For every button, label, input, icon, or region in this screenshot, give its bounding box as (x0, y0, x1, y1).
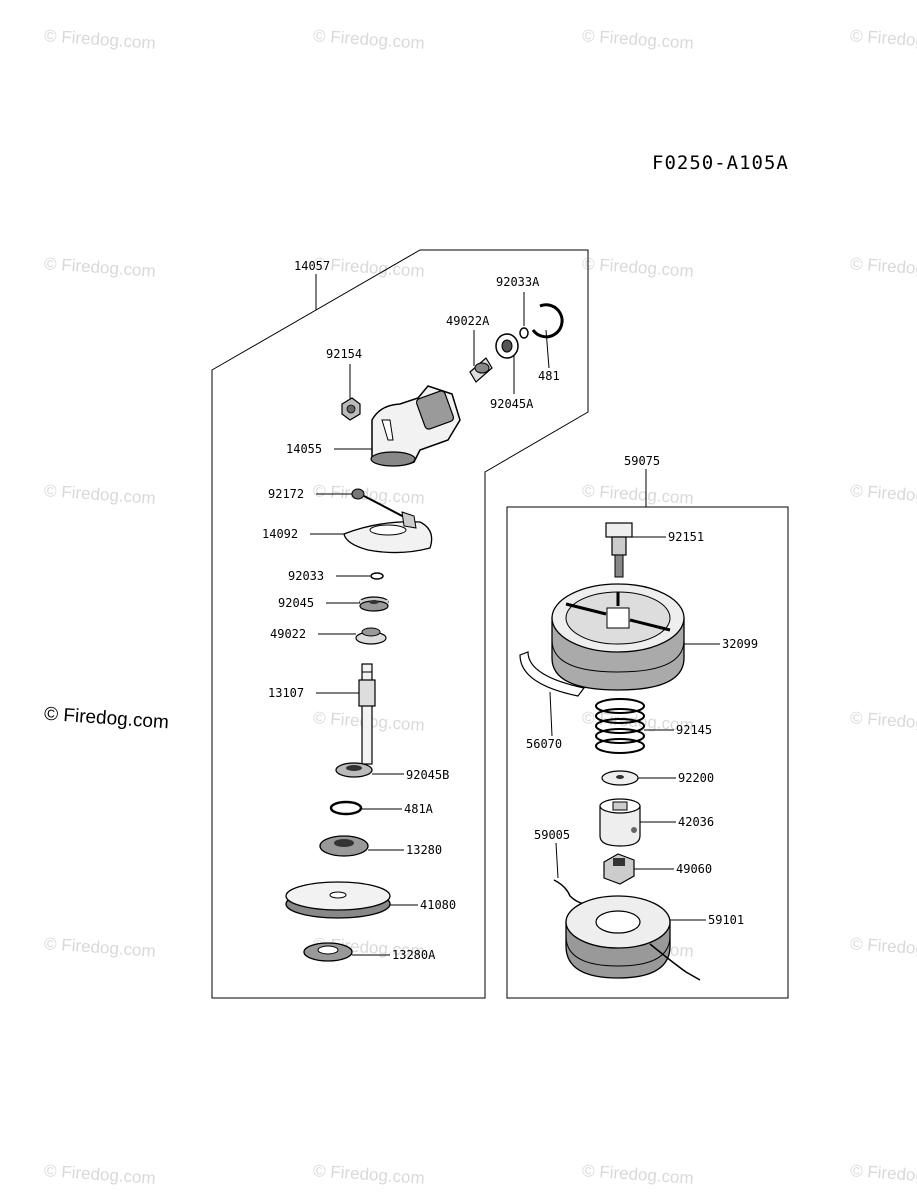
part-49022: 49022 (270, 627, 387, 645)
svg-text:92151: 92151 (668, 530, 704, 544)
svg-text:92045: 92045 (278, 596, 314, 610)
trimmer-head-group-outline (506, 506, 789, 999)
part-14092: 14092 (262, 511, 433, 554)
part-59101: 59101 (565, 895, 744, 981)
reference-code: F0250-A105A (652, 152, 789, 174)
part-92033A: 92033A (496, 275, 540, 339)
part-92045A: 92045A (490, 333, 534, 411)
svg-text:41080: 41080 (420, 898, 456, 912)
part-481: 481 (531, 303, 564, 383)
svg-text:32099: 32099 (722, 637, 758, 651)
part-481A: 481A (329, 800, 434, 816)
svg-text:92045B: 92045B (406, 768, 449, 782)
svg-text:92154: 92154 (326, 347, 362, 361)
svg-text:92033A: 92033A (496, 275, 540, 289)
part-49022A: 49022A (446, 314, 493, 383)
svg-text:92145: 92145 (676, 723, 712, 737)
svg-text:56070: 56070 (526, 737, 562, 751)
part-92045B: 92045B (335, 762, 449, 782)
svg-text:49022: 49022 (270, 627, 306, 641)
part-41080: 41080 (285, 881, 456, 919)
svg-text:92200: 92200 (678, 771, 714, 785)
svg-text:92033: 92033 (288, 569, 324, 583)
label-14057: 14057 (294, 259, 330, 273)
svg-text:59005: 59005 (534, 828, 570, 842)
svg-text:13280A: 13280A (392, 948, 436, 962)
svg-text:59101: 59101 (708, 913, 744, 927)
svg-text:481: 481 (538, 369, 560, 383)
part-32099: 32099 (551, 583, 758, 691)
part-56070: 56070 (519, 651, 586, 751)
label-59075: 59075 (624, 454, 660, 468)
svg-text:14055: 14055 (286, 442, 322, 456)
gear-case-group-outline (211, 249, 589, 999)
svg-text:481A: 481A (404, 802, 434, 816)
part-92200: 92200 (601, 770, 714, 786)
svg-text:13107: 13107 (268, 686, 304, 700)
part-49060: 49060 (603, 853, 712, 885)
svg-text:49022A: 49022A (446, 314, 490, 328)
part-59005: 59005 (534, 828, 585, 905)
part-42036: 42036 (599, 798, 714, 847)
part-13280: 13280 (319, 835, 442, 857)
svg-text:14092: 14092 (262, 527, 298, 541)
part-92045: 92045 (278, 596, 389, 612)
part-13280A: 13280A (303, 942, 436, 962)
svg-text:42036: 42036 (678, 815, 714, 829)
svg-text:92045A: 92045A (490, 397, 534, 411)
svg-text:49060: 49060 (676, 862, 712, 876)
part-92172: 92172 (268, 487, 407, 519)
part-92145: 92145 (595, 698, 712, 754)
svg-text:13280: 13280 (406, 843, 442, 857)
part-14055: 14055 (286, 385, 461, 467)
part-92151: 92151 (605, 522, 704, 578)
part-92154: 92154 (326, 347, 362, 421)
part-13107: 13107 (268, 663, 376, 765)
part-92033: 92033 (288, 569, 384, 583)
svg-text:92172: 92172 (268, 487, 304, 501)
